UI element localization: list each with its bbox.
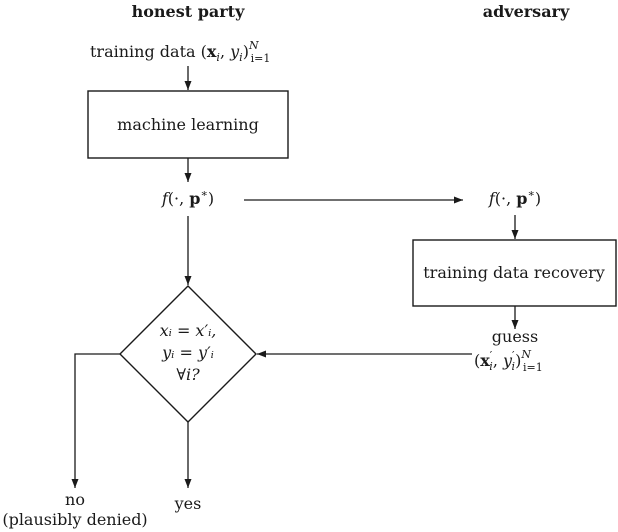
plausibly-denied-label: (plausibly denied) bbox=[2, 510, 147, 529]
machine-learning-label: machine learning bbox=[117, 115, 259, 134]
model-left-label: f(·, p∗) bbox=[161, 187, 214, 208]
model-right-label: f(·, p∗) bbox=[488, 187, 541, 208]
no-label: no bbox=[65, 490, 85, 509]
guess-label: guess bbox=[492, 327, 538, 346]
decision-line-2: yᵢ = y′ᵢ bbox=[161, 343, 214, 362]
adversary-heading: adversary bbox=[483, 2, 570, 21]
arrow-decision-to-no bbox=[71, 353, 120, 488]
yes-label: yes bbox=[174, 494, 202, 513]
decision-line-3: ∀i? bbox=[176, 365, 200, 384]
decision-line-1: xᵢ = x′ᵢ, bbox=[160, 321, 217, 340]
training-data-recovery-label: training data recovery bbox=[423, 263, 605, 282]
honest-party-heading: honest party bbox=[132, 2, 245, 21]
